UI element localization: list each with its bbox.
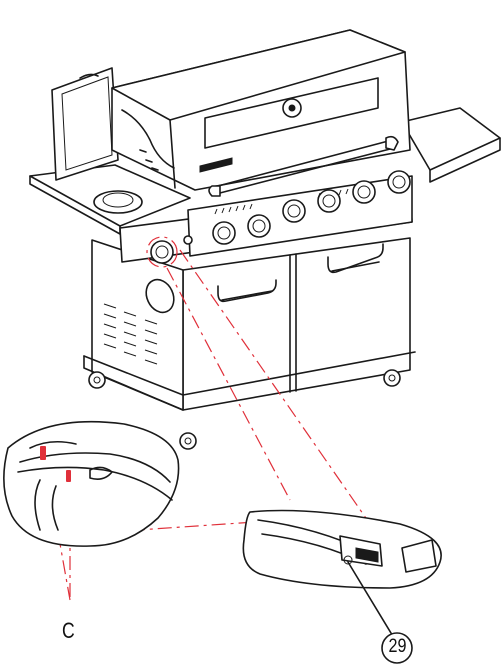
right-door-handle xyxy=(327,243,384,274)
knob-callout-circle xyxy=(146,236,178,268)
control-knobs xyxy=(150,170,411,264)
grill-cabinet xyxy=(83,237,416,450)
side-vents xyxy=(103,303,158,365)
caster-wheels xyxy=(88,369,401,450)
callout-c-label: C xyxy=(62,618,75,643)
detail-inset-igniter xyxy=(242,509,442,639)
right-side-shelf xyxy=(401,107,501,183)
grill-hood xyxy=(111,29,411,197)
left-side-burner-shelf xyxy=(29,67,191,235)
left-door-handle xyxy=(217,279,277,303)
callout-29-label: 29 xyxy=(388,636,407,657)
control-panel xyxy=(119,170,413,264)
callout-29-circle xyxy=(381,632,413,664)
detail-inset-knob-mount xyxy=(3,420,180,547)
